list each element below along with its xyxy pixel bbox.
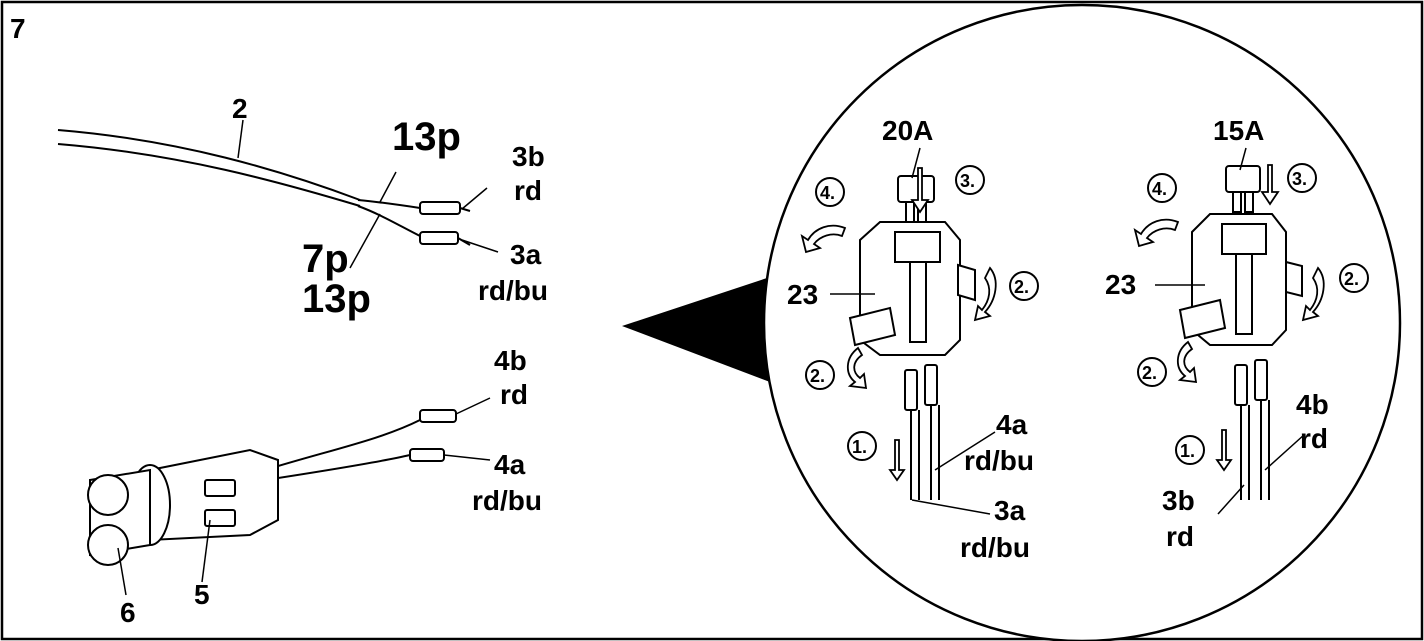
label-connector-5: 5 (194, 579, 210, 610)
label-wire-4b: 4b (494, 345, 527, 376)
wire-label-right-bottom-color: rd (1166, 521, 1194, 552)
step-2a-right: 2. (1344, 269, 1359, 289)
main-cable (57, 129, 471, 246)
fuse-holder-left (848, 175, 976, 500)
step-1-right: 1. (1180, 441, 1195, 461)
wire-label-right-top: 4b (1296, 389, 1329, 420)
fuse-rating-left: 20A (882, 115, 933, 146)
wire-label-left-top-color: rd/bu (964, 445, 1034, 476)
fuse-holder-right (1178, 165, 1303, 500)
leader-lines-connector (117, 397, 491, 596)
leader-lines-detail-right (1155, 147, 1306, 515)
arrows-right (1133, 164, 1325, 472)
holder-label-left: 23 (787, 279, 818, 310)
arrows-left (800, 167, 997, 482)
label-wire-4b-color: rd (500, 379, 528, 410)
label-wire-3a: 3a (510, 239, 542, 270)
fuse-rating-right: 15A (1213, 115, 1264, 146)
callout-pointer (622, 277, 770, 382)
label-wire-3b: 3b (512, 141, 545, 172)
label-cable-2: 2 (232, 93, 248, 124)
label-wire-4a-color: rd/bu (472, 485, 542, 516)
step-markers-left (805, 165, 1039, 461)
label-wire-3b-color: rd (514, 175, 542, 206)
leader-lines-detail-left (830, 147, 996, 515)
step-4-right: 4. (1152, 179, 1167, 199)
step-markers-right (1137, 163, 1369, 465)
wire-label-left-bottom: 3a (994, 495, 1026, 526)
trailer-connector (87, 409, 457, 566)
label-wire-4a: 4a (494, 449, 526, 480)
label-13p-bottom: 13p (302, 277, 371, 321)
step-2b-left: 2. (810, 366, 825, 386)
step-2b-right: 2. (1142, 363, 1157, 383)
label-wire-3a-color: rd/bu (478, 275, 548, 306)
step-3-left: 3. (960, 171, 975, 191)
label-7p: 7p (302, 237, 349, 281)
step-4-left: 4. (820, 183, 835, 203)
holder-label-right: 23 (1105, 269, 1136, 300)
wire-label-left-top: 4a (996, 409, 1028, 440)
wire-label-right-bottom: 3b (1162, 485, 1195, 516)
step-3-right: 3. (1292, 169, 1307, 189)
wire-label-left-bottom-color: rd/bu (960, 532, 1030, 563)
step-2a-left: 2. (1014, 277, 1029, 297)
figure-number: 7 (10, 13, 26, 44)
label-connector-6: 6 (120, 597, 136, 628)
label-13p-top: 13p (392, 115, 461, 159)
wire-label-right-top-color: rd (1300, 423, 1328, 454)
leader-lines-left (237, 119, 499, 269)
step-1-left: 1. (852, 437, 867, 457)
